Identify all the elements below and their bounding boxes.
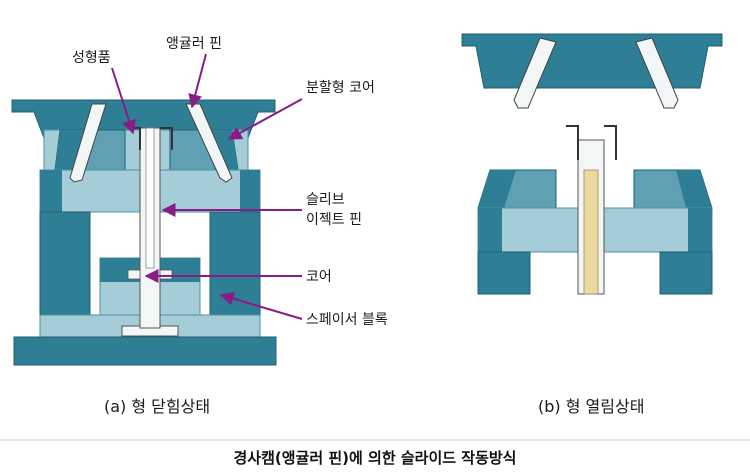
label-core: 코어 xyxy=(306,269,332,285)
label-spacer-block: 스페이서 블록 xyxy=(306,312,388,328)
bottom-clamp-plate xyxy=(13,336,277,366)
closed-state-figure xyxy=(11,99,277,366)
molded-part-open xyxy=(566,125,617,160)
label-angular-pin: 앵귤러 핀 xyxy=(166,36,222,52)
label-ejector-pin: 이젝트 핀 xyxy=(306,212,362,228)
leader-lines xyxy=(111,53,303,320)
angular-pin-right-open xyxy=(635,37,679,109)
caption-open: (b) 형 열림상태 xyxy=(538,397,644,416)
label-split-core: 분할형 코어 xyxy=(306,80,375,96)
angular-pin-left xyxy=(69,103,107,183)
spacer-block-left xyxy=(39,211,91,316)
label-molded-part: 성형품 xyxy=(72,50,111,66)
figure-title: 경사캠(앵귤러 핀)에 의한 슬라이드 작동방식 xyxy=(233,449,516,467)
spacer-block-left-open xyxy=(477,251,531,295)
top-clamp-plate-open xyxy=(461,33,723,89)
open-state-figure xyxy=(461,33,723,295)
spacer-block-right-open xyxy=(659,251,713,295)
angular-pin-left-open xyxy=(513,37,557,109)
caption-closed: (a) 형 닫힘상태 xyxy=(104,397,210,416)
label-sleeve: 슬리브 xyxy=(306,192,345,208)
